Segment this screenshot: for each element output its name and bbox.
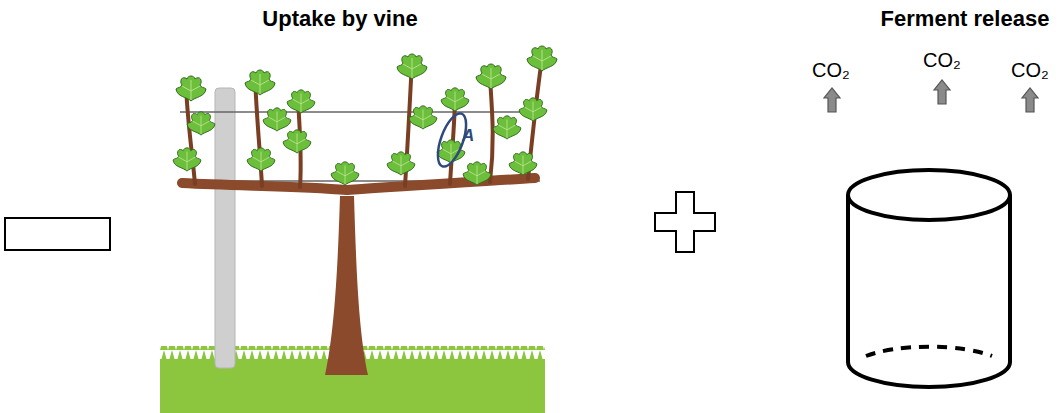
- vine-leaf: [245, 70, 275, 95]
- vine-leaf: [173, 148, 201, 171]
- co2-arrow: [934, 80, 950, 104]
- gas-label: CO₂: [812, 58, 850, 82]
- co2-arrow: [824, 88, 840, 112]
- vine-leaf: [527, 46, 557, 71]
- fermenter-bottom: [848, 362, 1010, 387]
- vine-leaf: [187, 112, 215, 135]
- vine-shoot: [490, 78, 493, 182]
- plus-sign: [655, 192, 715, 252]
- fermenter-bottom-hidden: [866, 347, 992, 356]
- vine-leaf: [519, 98, 547, 121]
- vine-leaf: [176, 76, 206, 101]
- vine-leaf: [476, 64, 506, 89]
- panel-heading: Ferment release: [881, 6, 1050, 32]
- vine-leaf: [397, 54, 427, 79]
- vine-leaf: [441, 88, 469, 111]
- vine-leaf: [437, 140, 465, 163]
- vine-cordon: [347, 178, 535, 190]
- trellis-post: [215, 88, 235, 368]
- vine-leaf: [387, 152, 415, 175]
- callout-letter: A: [462, 126, 474, 146]
- co2-arrow: [1022, 88, 1038, 112]
- vine-leaf: [463, 162, 491, 185]
- vine-leaf: [409, 106, 437, 129]
- gas-label: CO₂: [1011, 58, 1049, 82]
- vine-trunk: [325, 196, 368, 375]
- panel-heading: Uptake by vine: [262, 6, 417, 32]
- vine-leaf: [509, 152, 537, 175]
- vine-leaf: [331, 162, 359, 185]
- fermenter-side: [1008, 195, 1012, 362]
- minus-sign: [5, 218, 110, 250]
- trellis-wire: [180, 111, 540, 113]
- vine-leaf: [247, 148, 275, 171]
- fermenter-top: [848, 170, 1010, 220]
- vine-cordon: [182, 183, 347, 190]
- vine-leaf: [283, 130, 311, 153]
- vine-leaf: [263, 108, 291, 131]
- vine-leaf: [287, 90, 315, 113]
- gas-label: CO₂: [923, 48, 961, 72]
- vine-leaf: [493, 116, 521, 139]
- fermenter-side: [846, 195, 850, 362]
